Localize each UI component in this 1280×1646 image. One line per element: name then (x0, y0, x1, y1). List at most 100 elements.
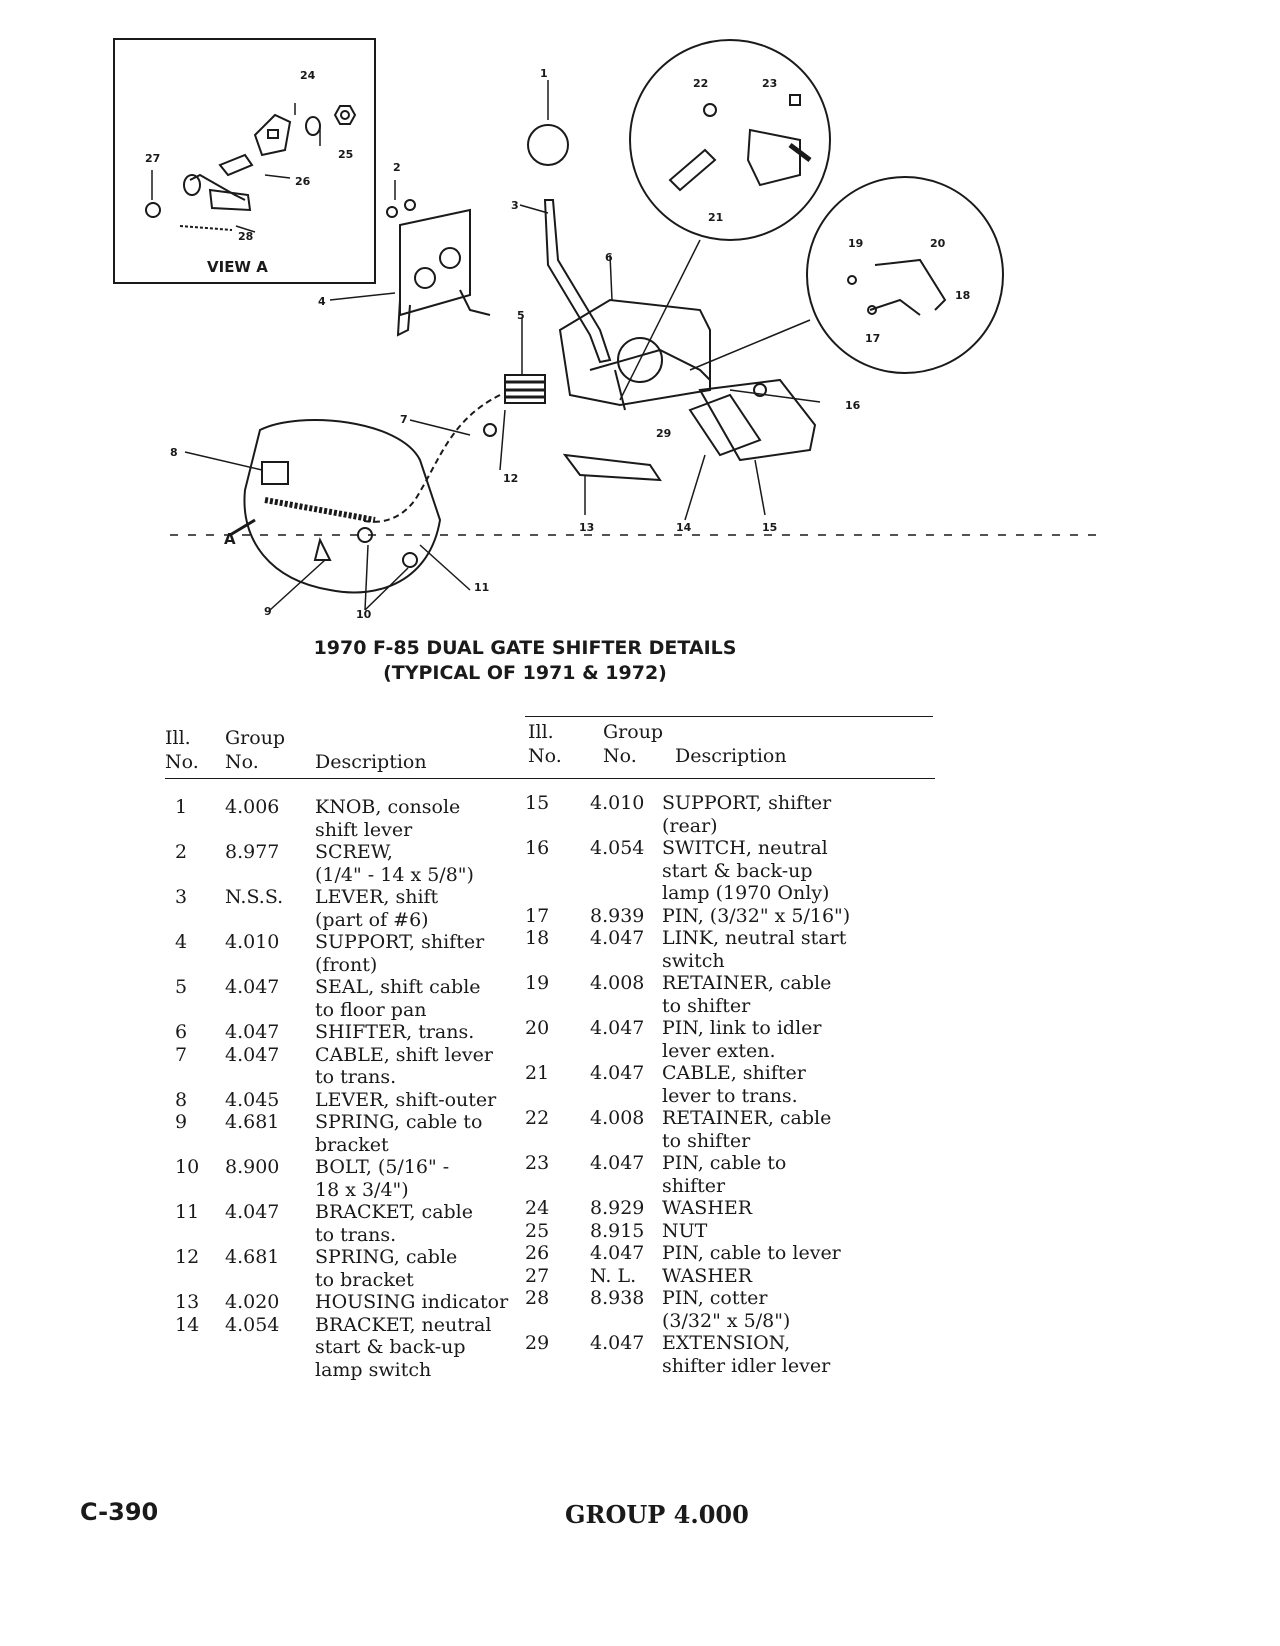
part-description: shift lever (315, 818, 413, 841)
part-number: 28 (525, 1287, 550, 1309)
part-description: PIN, link to idler (662, 1017, 822, 1039)
part-description: (front) (315, 953, 378, 976)
part-number: 9 (175, 1111, 188, 1133)
callout-7: 7 (400, 413, 408, 426)
part-description: PIN, cable to (662, 1152, 787, 1174)
part-number: 22 (525, 1107, 550, 1129)
part-number: 24 (525, 1197, 550, 1219)
part-number: 2 (175, 841, 188, 863)
callout-18: 18 (955, 289, 971, 302)
part-description: to trans. (315, 1066, 397, 1088)
part-description: SPRING, cable (315, 1246, 458, 1268)
callout-29: 29 (656, 427, 672, 440)
caption-line-1: 1970 F-85 DUAL GATE SHIFTER DETAILS (313, 637, 737, 659)
part-description: lamp switch (315, 1358, 432, 1381)
shift-cable-drawing (359, 394, 506, 523)
part-group: 4.047 (225, 1021, 280, 1043)
callout-5: 5 (517, 309, 525, 322)
shifter-assembly-drawing (558, 254, 711, 411)
part-group: 4.047 (225, 1043, 280, 1066)
callout-26: 26 (295, 175, 311, 188)
view-a-inset (113, 38, 376, 284)
page-number: C-390 (80, 1498, 159, 1526)
front-support-drawing (329, 180, 491, 337)
header-no-left: No. (165, 751, 199, 773)
parts-table: Ill. No. Group No. Description Ill. No. … (165, 716, 935, 1406)
part-description: (3/32" x 5/8") (662, 1309, 791, 1332)
header-desc-left: Description (315, 751, 427, 773)
part-description: lever to trans. (662, 1084, 798, 1107)
part-group: 4.047 (590, 927, 645, 949)
header-groupno-right: No. (603, 745, 637, 767)
callout-24: 24 (300, 69, 316, 82)
callout-15: 15 (762, 521, 778, 534)
part-number: 19 (525, 972, 550, 994)
part-number: 17 (525, 904, 550, 927)
part-number: 26 (525, 1242, 550, 1264)
part-group: 4.047 (590, 1242, 645, 1264)
callout-8: 8 (170, 446, 178, 459)
callout-a: A (224, 530, 236, 548)
part-description: to shifter (662, 1129, 751, 1152)
part-description: (rear) (662, 814, 718, 837)
part-description: NUT (662, 1219, 708, 1242)
part-description: start & back-up (315, 1336, 466, 1358)
part-number: 25 (525, 1219, 550, 1242)
part-description: lamp (1970 Only) (662, 882, 830, 904)
part-number: 29 (525, 1332, 550, 1354)
part-number: 6 (175, 1021, 188, 1043)
callout-20: 20 (930, 237, 946, 250)
part-number: 10 (175, 1156, 200, 1178)
part-group: N.S.S. (225, 886, 284, 908)
part-group: 4.008 (590, 1107, 645, 1129)
part-group: 4.047 (590, 1062, 645, 1084)
callout-28: 28 (238, 230, 254, 243)
header-ill-left: Ill. (165, 727, 191, 749)
part-description: SUPPORT, shifter (662, 792, 832, 814)
part-number: 27 (525, 1264, 550, 1287)
part-number: 1 (175, 796, 188, 818)
part-description: to trans. (315, 1223, 397, 1246)
callout-17: 17 (865, 332, 881, 345)
part-description: WASHER (662, 1264, 753, 1287)
part-description: shifter idler lever (662, 1354, 831, 1377)
part-description: WASHER (662, 1197, 753, 1219)
header-group-right: Group (603, 721, 664, 743)
callout-11: 11 (474, 581, 490, 594)
transmission-drawing (184, 419, 471, 611)
part-group: 4.054 (590, 837, 645, 859)
part-number: 13 (175, 1291, 200, 1313)
part-group: 4.047 (590, 1152, 645, 1174)
figure-caption: 1970 F-85 DUAL GATE SHIFTER DETAILS (TYP… (300, 636, 750, 686)
part-number: 7 (175, 1043, 188, 1066)
part-description: to bracket (315, 1268, 414, 1291)
callout-3: 3 (511, 199, 519, 212)
part-description: SEAL, shift cable (315, 976, 481, 998)
callout-12: 12 (503, 472, 519, 485)
callout-21: 21 (708, 211, 724, 224)
callout-27: 27 (145, 152, 161, 165)
part-description: SHIFTER, trans. (315, 1021, 475, 1043)
group-number: GROUP 4.000 (565, 1500, 749, 1529)
rear-support-drawing (684, 378, 821, 521)
part-description: LEVER, shift-outer (315, 1088, 497, 1111)
callout-1: 1 (540, 67, 548, 80)
part-group: 8.977 (225, 841, 280, 863)
view-a-drawing (145, 103, 357, 233)
callout-16: 16 (845, 399, 861, 412)
part-group: 4.010 (590, 792, 645, 814)
part-description: LEVER, shift (315, 886, 439, 908)
part-group: 8.938 (590, 1287, 645, 1309)
callout-25: 25 (338, 148, 354, 161)
part-number: 4 (175, 931, 188, 953)
part-description: SPRING, cable to (315, 1111, 483, 1133)
part-description: BRACKET, neutral (315, 1313, 492, 1336)
part-description: PIN, cable to lever (662, 1242, 841, 1264)
part-description: (1/4" - 14 x 5/8") (315, 863, 474, 886)
part-group: 8.915 (590, 1219, 645, 1242)
part-group: 4.681 (225, 1246, 280, 1268)
part-description: switch (662, 949, 725, 972)
table-header-rule (165, 778, 935, 779)
part-number: 3 (175, 886, 188, 908)
part-description: bracket (315, 1133, 389, 1156)
